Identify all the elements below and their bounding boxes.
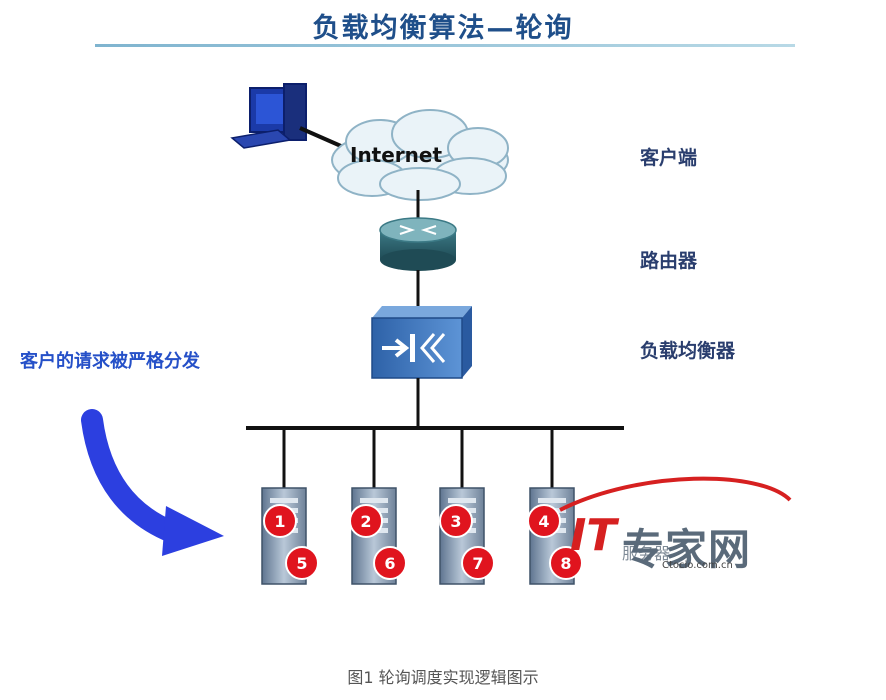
- order-badge-8: [549, 546, 583, 580]
- order-badge-1: [263, 504, 297, 538]
- internet-label: Internet: [350, 143, 443, 167]
- order-badge-2-text: 2: [360, 512, 371, 531]
- curved-arrow-icon: [81, 409, 224, 556]
- watermark-url: Ctocio.com.cn: [662, 560, 733, 571]
- load-balancer-icon: [371, 306, 472, 379]
- load-balancer-label: 负载均衡器: [640, 340, 736, 362]
- order-badge-7-text: 7: [472, 554, 483, 573]
- order-badge-8-text: 8: [560, 554, 571, 573]
- order-badge-6: [373, 546, 407, 580]
- order-badge-3: [439, 504, 473, 538]
- watermark-logo-it: IT: [570, 510, 617, 561]
- watermark-logo-text: 专家网: [622, 525, 752, 574]
- order-badge-5-text: 5: [296, 554, 307, 573]
- dispatch-note: 客户的请求被严格分发: [20, 351, 200, 372]
- order-badge-4: [527, 504, 561, 538]
- client-label: 客户端: [640, 147, 698, 169]
- watermark-swoosh: [559, 476, 792, 512]
- router-icon: [379, 217, 457, 271]
- internet-cloud-icon: [331, 109, 509, 201]
- computer-icon: [230, 83, 307, 149]
- router-label: 路由器: [640, 250, 698, 272]
- order-badge-1-text: 1: [274, 512, 285, 531]
- order-badge-6-text: 6: [384, 554, 395, 573]
- page-title: 负载均衡算法—轮询: [312, 13, 574, 44]
- servers-label: 服务器: [622, 544, 671, 563]
- order-badge-7: [461, 546, 495, 580]
- figure-caption: 图1 轮询调度实现逻辑图示: [347, 668, 539, 687]
- order-badge-5: [285, 546, 319, 580]
- title-divider: [95, 44, 795, 47]
- order-badge-3-text: 3: [450, 512, 461, 531]
- order-badge-2: [349, 504, 383, 538]
- order-badge-4-text: 4: [538, 512, 549, 531]
